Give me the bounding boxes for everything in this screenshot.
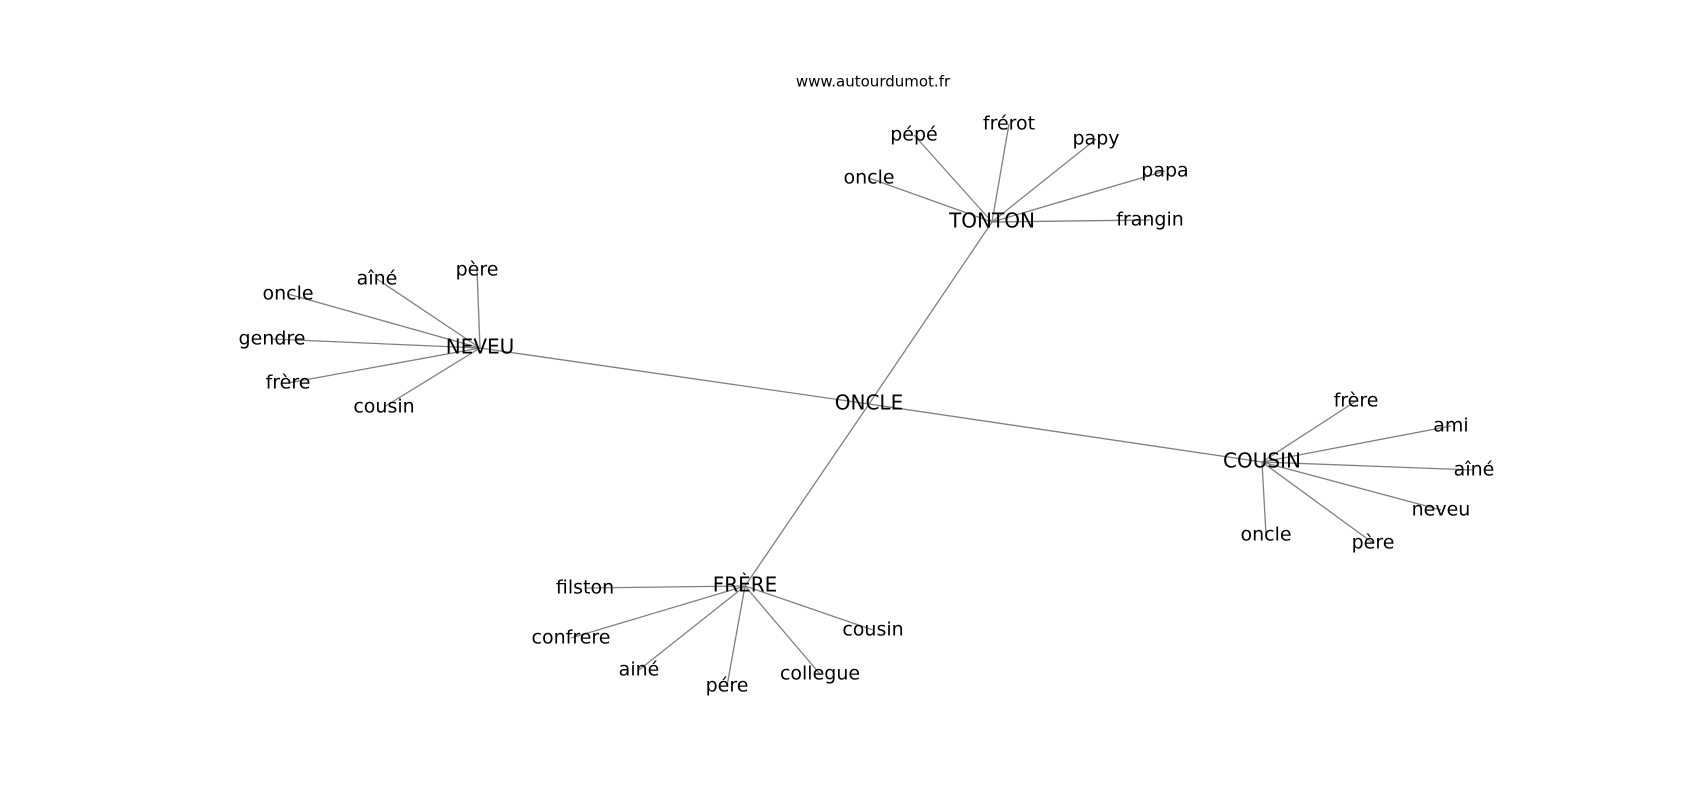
- edge-tonton-leaf-4: [991, 170, 1166, 223]
- hub-node-tonton[interactable]: TONTON: [948, 209, 1035, 233]
- source-url-label: www.autourdumot.fr: [796, 73, 951, 91]
- leaf-node-neveu-3[interactable]: gendre: [239, 328, 306, 350]
- leaf-node-frere-5[interactable]: cousin: [842, 619, 903, 641]
- leaf-node-neveu-2[interactable]: père: [456, 259, 499, 281]
- edge-center-neveu: [479, 347, 870, 405]
- leaf-node-frere-0[interactable]: filston: [556, 577, 614, 599]
- edge-cousin-leaf-0: [1261, 400, 1357, 463]
- edge-frere-leaf-1: [570, 585, 746, 639]
- edges-layer: [271, 123, 1475, 687]
- edge-center-cousin: [868, 403, 1263, 463]
- edge-tonton-leaf-5: [991, 219, 1151, 223]
- hub-node-cousin[interactable]: COUSIN: [1223, 449, 1301, 473]
- edge-neveu-leaf-4: [287, 347, 481, 384]
- edge-frere-leaf-4: [744, 585, 821, 675]
- edge-frere-leaf-3: [726, 585, 746, 687]
- leaf-node-cousin-1[interactable]: ami: [1433, 415, 1468, 437]
- edge-neveu-leaf-5: [383, 347, 481, 408]
- leaf-node-neveu-1[interactable]: aîné: [357, 268, 398, 290]
- edge-neveu-leaf-0: [287, 293, 481, 349]
- edge-tonton-leaf-2: [991, 123, 1010, 223]
- leaf-node-tonton-2[interactable]: frérot: [983, 113, 1035, 135]
- leaf-node-frere-4[interactable]: collegue: [780, 663, 860, 685]
- edge-tonton-leaf-1: [913, 134, 993, 223]
- edge-neveu-leaf-3: [271, 338, 481, 349]
- leaf-node-tonton-0[interactable]: oncle: [843, 167, 894, 189]
- edge-frere-leaf-2: [638, 585, 746, 671]
- leaf-node-tonton-1[interactable]: pépé: [890, 124, 938, 146]
- leaf-node-neveu-4[interactable]: frère: [266, 372, 311, 394]
- edge-neveu-leaf-1: [376, 278, 481, 349]
- edge-cousin-leaf-3: [1261, 461, 1442, 511]
- edge-center-frere: [744, 403, 870, 587]
- edge-center-tonton: [868, 221, 993, 405]
- edge-neveu-leaf-2: [476, 269, 481, 349]
- leaf-node-frere-3[interactable]: pére: [706, 675, 749, 697]
- edge-cousin-leaf-1: [1261, 425, 1452, 463]
- edge-frere-leaf-5: [744, 585, 874, 631]
- leaf-node-cousin-2[interactable]: aîné: [1454, 459, 1495, 481]
- edge-cousin-leaf-2: [1261, 461, 1475, 471]
- edge-frere-leaf-0: [584, 585, 746, 589]
- leaf-node-cousin-3[interactable]: neveu: [1412, 499, 1471, 521]
- leaf-node-tonton-4[interactable]: papa: [1141, 160, 1188, 182]
- edge-cousin-leaf-5: [1261, 461, 1267, 536]
- edge-tonton-leaf-3: [991, 138, 1097, 223]
- hubs-layer: TONTON oncle pépé frérot papy papa franginNEVE…: [239, 113, 1495, 697]
- leaf-node-frere-1[interactable]: confrere: [532, 627, 611, 649]
- leaf-node-tonton-3[interactable]: papy: [1072, 128, 1119, 150]
- leaf-node-cousin-0[interactable]: frère: [1334, 390, 1379, 412]
- leaf-node-cousin-4[interactable]: père: [1352, 532, 1395, 554]
- leaf-node-neveu-5[interactable]: cousin: [353, 396, 414, 418]
- edge-tonton-leaf-0: [868, 177, 993, 223]
- edge-cousin-leaf-4: [1261, 461, 1374, 544]
- center-node-oncle[interactable]: ONCLE: [835, 391, 903, 415]
- hub-node-frere[interactable]: FRÈRE: [713, 573, 778, 597]
- leaf-node-neveu-0[interactable]: oncle: [262, 283, 313, 305]
- hub-node-neveu[interactable]: NEVEU: [446, 335, 515, 359]
- leaf-node-tonton-5[interactable]: frangin: [1116, 209, 1184, 231]
- leaf-node-frere-2[interactable]: ainé: [619, 659, 660, 681]
- leaf-node-cousin-5[interactable]: oncle: [1240, 524, 1291, 546]
